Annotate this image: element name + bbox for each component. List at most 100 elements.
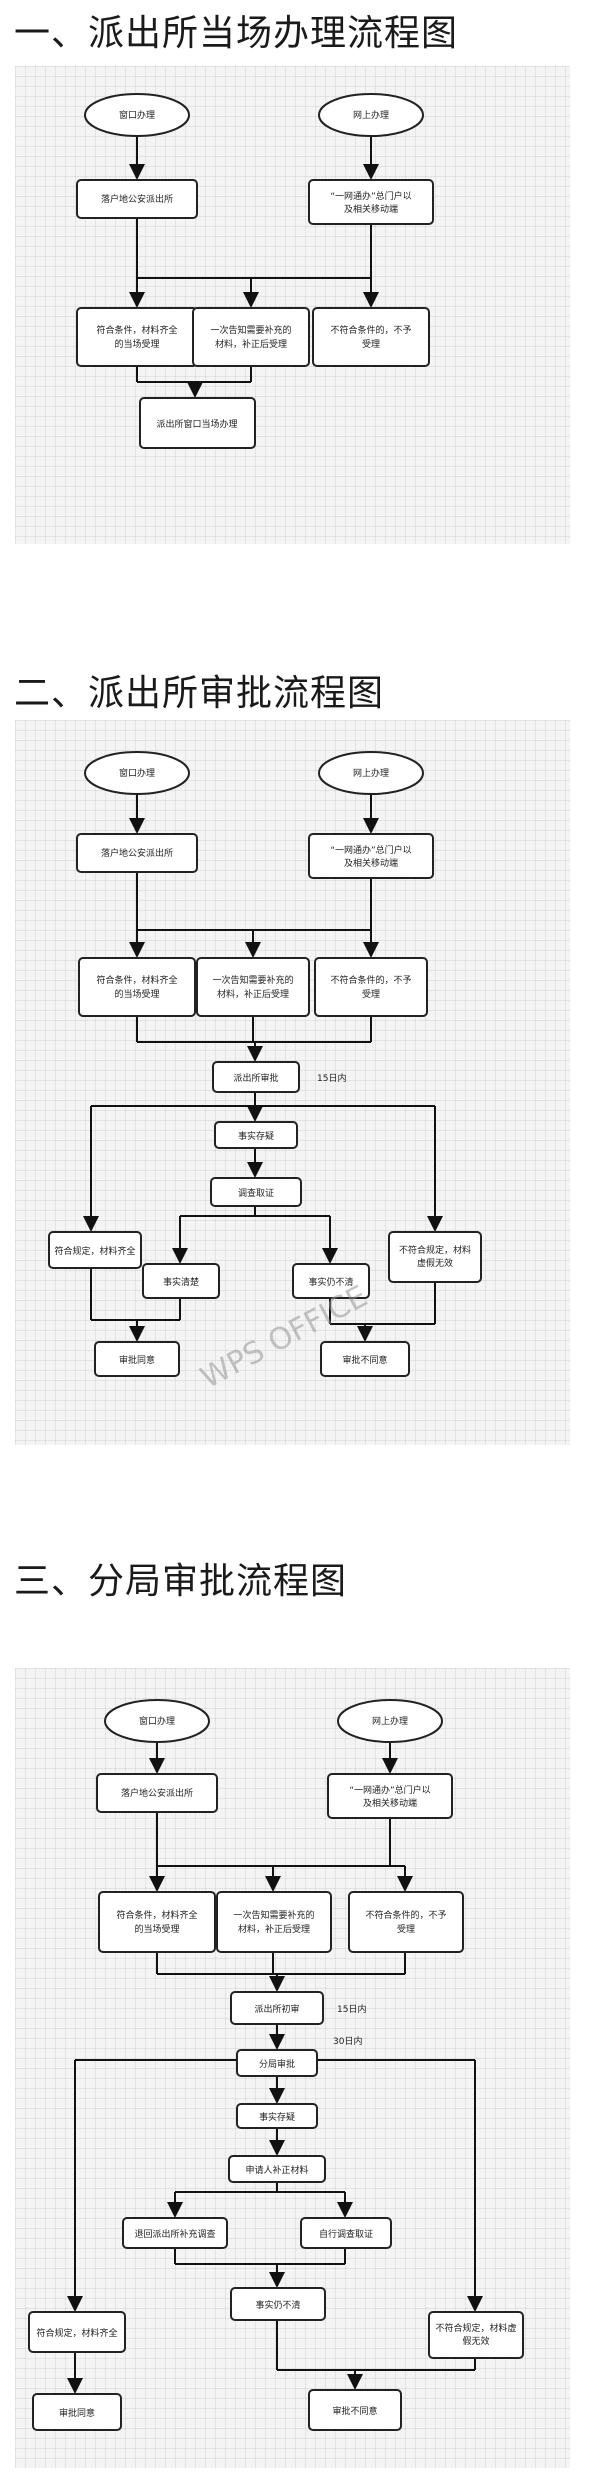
start-online-node: 网上办理 [318,93,424,137]
box-applicant-supplement: 申请人补正材料 [228,2155,326,2183]
box-compliant: 符合规定，材料齐全 [48,1231,142,1269]
box-onsite-handle: 派出所窗口当场办理 [139,397,256,449]
svg-text:假无效: 假无效 [462,2335,489,2347]
box-reject: 不符合条件的，不予 受理 [348,1891,464,1953]
start-window-node: 窗口办理 [104,1699,210,1743]
svg-text:自行调查取证: 自行调查取证 [319,2228,373,2240]
box-reject: 不符合条件的，不予 受理 [314,957,428,1017]
svg-text:的当场受理: 的当场受理 [134,1923,179,1935]
box-supplement: 一次告知需要补充的 材料，补正后受理 [192,307,310,367]
svg-text:落户地公安派出所: 落户地公安派出所 [101,193,173,205]
svg-text:网上办理: 网上办理 [353,767,389,779]
svg-text:审批不同意: 审批不同意 [332,2405,377,2417]
svg-text:窗口办理: 窗口办理 [119,767,155,779]
flowchart-panel-1: 窗口办理 网上办理 落户地公安派出所 “一网通办”总门户以 及相关移动端 符合条… [15,66,570,544]
box-local-police: 落户地公安派出所 [76,179,198,219]
box-local-police: 落户地公安派出所 [96,1773,218,1813]
svg-text:“一网通办”总门户以: “一网通办”总门户以 [330,190,411,202]
svg-text:申请人补正材料: 申请人补正材料 [245,2164,308,2176]
start-window-node: 窗口办理 [84,751,190,795]
precheck-deadline-note: 15日内 [337,2003,366,2015]
box-accept: 符合条件，材料齐全 的当场受理 [78,957,196,1017]
svg-text:受理: 受理 [362,988,380,1000]
box-accept: 符合条件，材料齐全 的当场受理 [76,307,198,367]
svg-text:调查取证: 调查取证 [238,1187,274,1199]
svg-text:事实仍不清: 事实仍不清 [308,1276,353,1288]
box-supplement: 一次告知需要补充的 材料，补正后受理 [196,957,310,1017]
box-station-review: 派出所审批 [212,1061,300,1093]
svg-text:落户地公安派出所: 落户地公安派出所 [101,847,173,859]
box-online-portal: “一网通办”总门户以 及相关移动端 [308,179,434,225]
svg-text:不符合条件的，不予: 不符合条件的，不予 [365,1909,446,1921]
svg-text:事实存疑: 事实存疑 [238,1130,274,1142]
box-fact-unclear: 事实仍不清 [292,1263,370,1299]
svg-text:符合条件，材料齐全: 符合条件，材料齐全 [96,324,177,336]
svg-text:派出所窗口当场办理: 派出所窗口当场办理 [156,418,237,430]
svg-text:符合规定，材料齐全: 符合规定，材料齐全 [54,1245,135,1257]
svg-text:审批同意: 审批同意 [119,1354,155,1366]
box-fact-doubt: 事实存疑 [236,2103,318,2129]
box-online-portal: “一网通办”总门户以 及相关移动端 [327,1773,453,1819]
svg-text:派出所初审: 派出所初审 [254,2003,299,2015]
svg-text:不符合条件的，不予: 不符合条件的，不予 [330,974,411,986]
flowchart-panel-3: 窗口办理 网上办理 落户地公安派出所 “一网通办”总门户以 及相关移动端 符合条… [15,1668,570,2468]
svg-text:一次告知需要补充的: 一次告知需要补充的 [210,324,291,336]
svg-text:虚假无效: 虚假无效 [417,1257,453,1269]
svg-text:材料，补正后受理: 材料，补正后受理 [217,988,289,1000]
box-investigate: 调查取证 [210,1177,302,1207]
box-fact-clear: 事实清楚 [142,1263,220,1299]
section-title-2: 二、派出所审批流程图 [14,673,385,714]
start-online-node: 网上办理 [318,751,424,795]
box-online-portal: “一网通办”总门户以 及相关移动端 [308,833,434,879]
svg-text:的当场受理: 的当场受理 [114,988,159,1000]
svg-text:符合规定，材料齐全: 符合规定，材料齐全 [36,2327,117,2339]
svg-text:窗口办理: 窗口办理 [119,109,155,121]
svg-text:审批不同意: 审批不同意 [342,1354,387,1366]
review-deadline-note: 15日内 [317,1072,346,1084]
box-reject-final: 审批不同意 [308,2389,402,2431]
svg-text:及相关移动端: 及相关移动端 [344,203,398,215]
svg-text:分局审批: 分局审批 [259,2058,295,2070]
svg-text:不符合规定，材料虚: 不符合规定，材料虚 [435,2322,516,2334]
section-title-1: 一、派出所当场办理流程图 [14,13,459,54]
flowchart-svg-3: 窗口办理 网上办理 落户地公安派出所 “一网通办”总门户以 及相关移动端 符合条… [28,1699,524,2431]
svg-text:及相关移动端: 及相关移动端 [363,1797,417,1809]
box-supplement: 一次告知需要补充的 材料，补正后受理 [216,1891,332,1953]
svg-text:材料，补正后受理: 材料，补正后受理 [215,338,287,350]
box-approve: 审批同意 [32,2393,122,2431]
flowchart-svg-1: 窗口办理 网上办理 落户地公安派出所 “一网通办”总门户以 及相关移动端 符合条… [76,93,434,449]
svg-text:符合条件，材料齐全: 符合条件，材料齐全 [116,1909,197,1921]
svg-text:不符合条件的，不予: 不符合条件的，不予 [330,324,411,336]
svg-text:事实存疑: 事实存疑 [259,2111,295,2123]
flowchart-panel-2: 窗口办理 网上办理 落户地公安派出所 “一网通办”总门户以 及相关移动端 符合条… [15,720,570,1445]
svg-text:“一网通办”总门户以: “一网通办”总门户以 [349,1784,430,1796]
start-window-node: 窗口办理 [84,93,190,137]
svg-text:一次告知需要补充的: 一次告知需要补充的 [233,1909,314,1921]
box-local-police: 落户地公安派出所 [76,833,198,873]
svg-text:一次告知需要补充的: 一次告知需要补充的 [212,974,293,986]
box-noncompliant: 不符合规定，材料 虚假无效 [388,1231,482,1283]
box-noncompliant: 不符合规定，材料虚 假无效 [428,2311,524,2359]
box-precheck: 派出所初审 [230,1991,324,2025]
svg-text:受理: 受理 [397,1923,415,1935]
svg-text:派出所审批: 派出所审批 [233,1072,278,1084]
svg-text:材料，补正后受理: 材料，补正后受理 [238,1923,310,1935]
branch-deadline-note: 30日内 [333,2035,362,2047]
start-online-node: 网上办理 [337,1699,443,1743]
box-reject: 不符合条件的，不予 受理 [312,307,430,367]
svg-text:网上办理: 网上办理 [372,1715,408,1727]
box-approve: 审批同意 [94,1341,180,1377]
box-return-investigate: 退回派出所补充调查 [122,2217,228,2249]
box-fact-still-unclear: 事实仍不清 [230,2287,326,2321]
svg-text:及相关移动端: 及相关移动端 [344,857,398,869]
svg-text:事实仍不清: 事实仍不清 [255,2299,300,2311]
svg-text:网上办理: 网上办理 [353,109,389,121]
svg-text:不符合规定，材料: 不符合规定，材料 [399,1244,471,1256]
svg-text:的当场受理: 的当场受理 [114,338,159,350]
flowchart-svg-2: 窗口办理 网上办理 落户地公安派出所 “一网通办”总门户以 及相关移动端 符合条… [48,751,482,1377]
section-title-3: 三、分局审批流程图 [14,1561,348,1602]
svg-text:受理: 受理 [362,338,380,350]
box-reject-final: 审批不同意 [320,1341,410,1377]
box-compliant: 符合规定，材料齐全 [28,2311,126,2353]
svg-text:事实清楚: 事实清楚 [163,1276,199,1288]
